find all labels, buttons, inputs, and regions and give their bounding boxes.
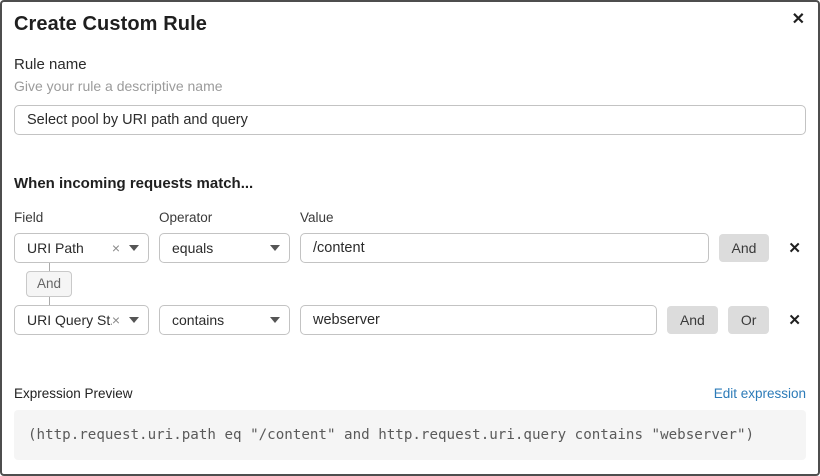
add-and-condition-button-row2[interactable]: And [666,306,718,334]
expression-preview-header: Expression Preview Edit expression [14,385,806,402]
expression-code: (http.request.uri.path eq "/content" and… [28,427,755,443]
edit-expression-link[interactable]: Edit expression [713,386,806,401]
clear-selection-icon[interactable]: × [111,312,120,328]
chevron-down-icon [270,245,280,251]
and-connector: And [25,263,73,305]
match-row-2: URI Query St... × contains And Or ✕ [14,305,806,335]
dialog-title: Create Custom Rule [14,13,207,35]
column-label-value: Value [300,210,334,225]
field-dropdown-row2-value: URI Query St... [27,312,112,328]
operator-dropdown-row2-value: contains [172,312,225,328]
match-row-1: URI Path × equals And ✕ [14,233,806,263]
remove-row-icon-row2[interactable]: ✕ [783,309,806,331]
field-dropdown-row2[interactable]: URI Query St... × [14,305,149,335]
value-input-row2[interactable] [300,305,657,335]
column-label-operator: Operator [159,210,213,225]
rule-name-section: Rule name Give your rule a descriptive n… [14,56,806,135]
rule-name-label: Rule name [14,56,87,73]
rule-name-helper-text: Give your rule a descriptive name [14,78,223,94]
field-dropdown-row1[interactable]: URI Path × [14,233,149,263]
clear-selection-icon[interactable]: × [111,240,120,256]
connector-line [48,297,50,305]
rule-name-input[interactable] [14,105,806,135]
operator-dropdown-row1-value: equals [172,240,214,256]
matcher-column-headers: Field Operator Value [14,210,806,226]
connector-line [48,263,50,271]
chevron-down-icon [129,245,139,251]
and-connector-badge: And [25,271,73,297]
add-or-condition-button-row2[interactable]: Or [727,306,770,334]
add-and-condition-button-row1[interactable]: And [718,234,770,262]
value-input-row1[interactable] [300,233,709,263]
close-icon[interactable]: ✕ [788,9,809,31]
expression-preview-label: Expression Preview [14,386,133,401]
expression-code-block: (http.request.uri.path eq "/content" and… [14,410,806,460]
field-dropdown-row1-value: URI Path [27,240,84,256]
operator-dropdown-row2[interactable]: contains [159,305,290,335]
chevron-down-icon [270,317,280,323]
column-label-field: Field [14,210,44,225]
remove-row-icon-row1[interactable]: ✕ [783,237,806,259]
matcher-heading: When incoming requests match... [14,175,254,192]
operator-dropdown-row1[interactable]: equals [159,233,290,263]
chevron-down-icon [129,317,139,323]
